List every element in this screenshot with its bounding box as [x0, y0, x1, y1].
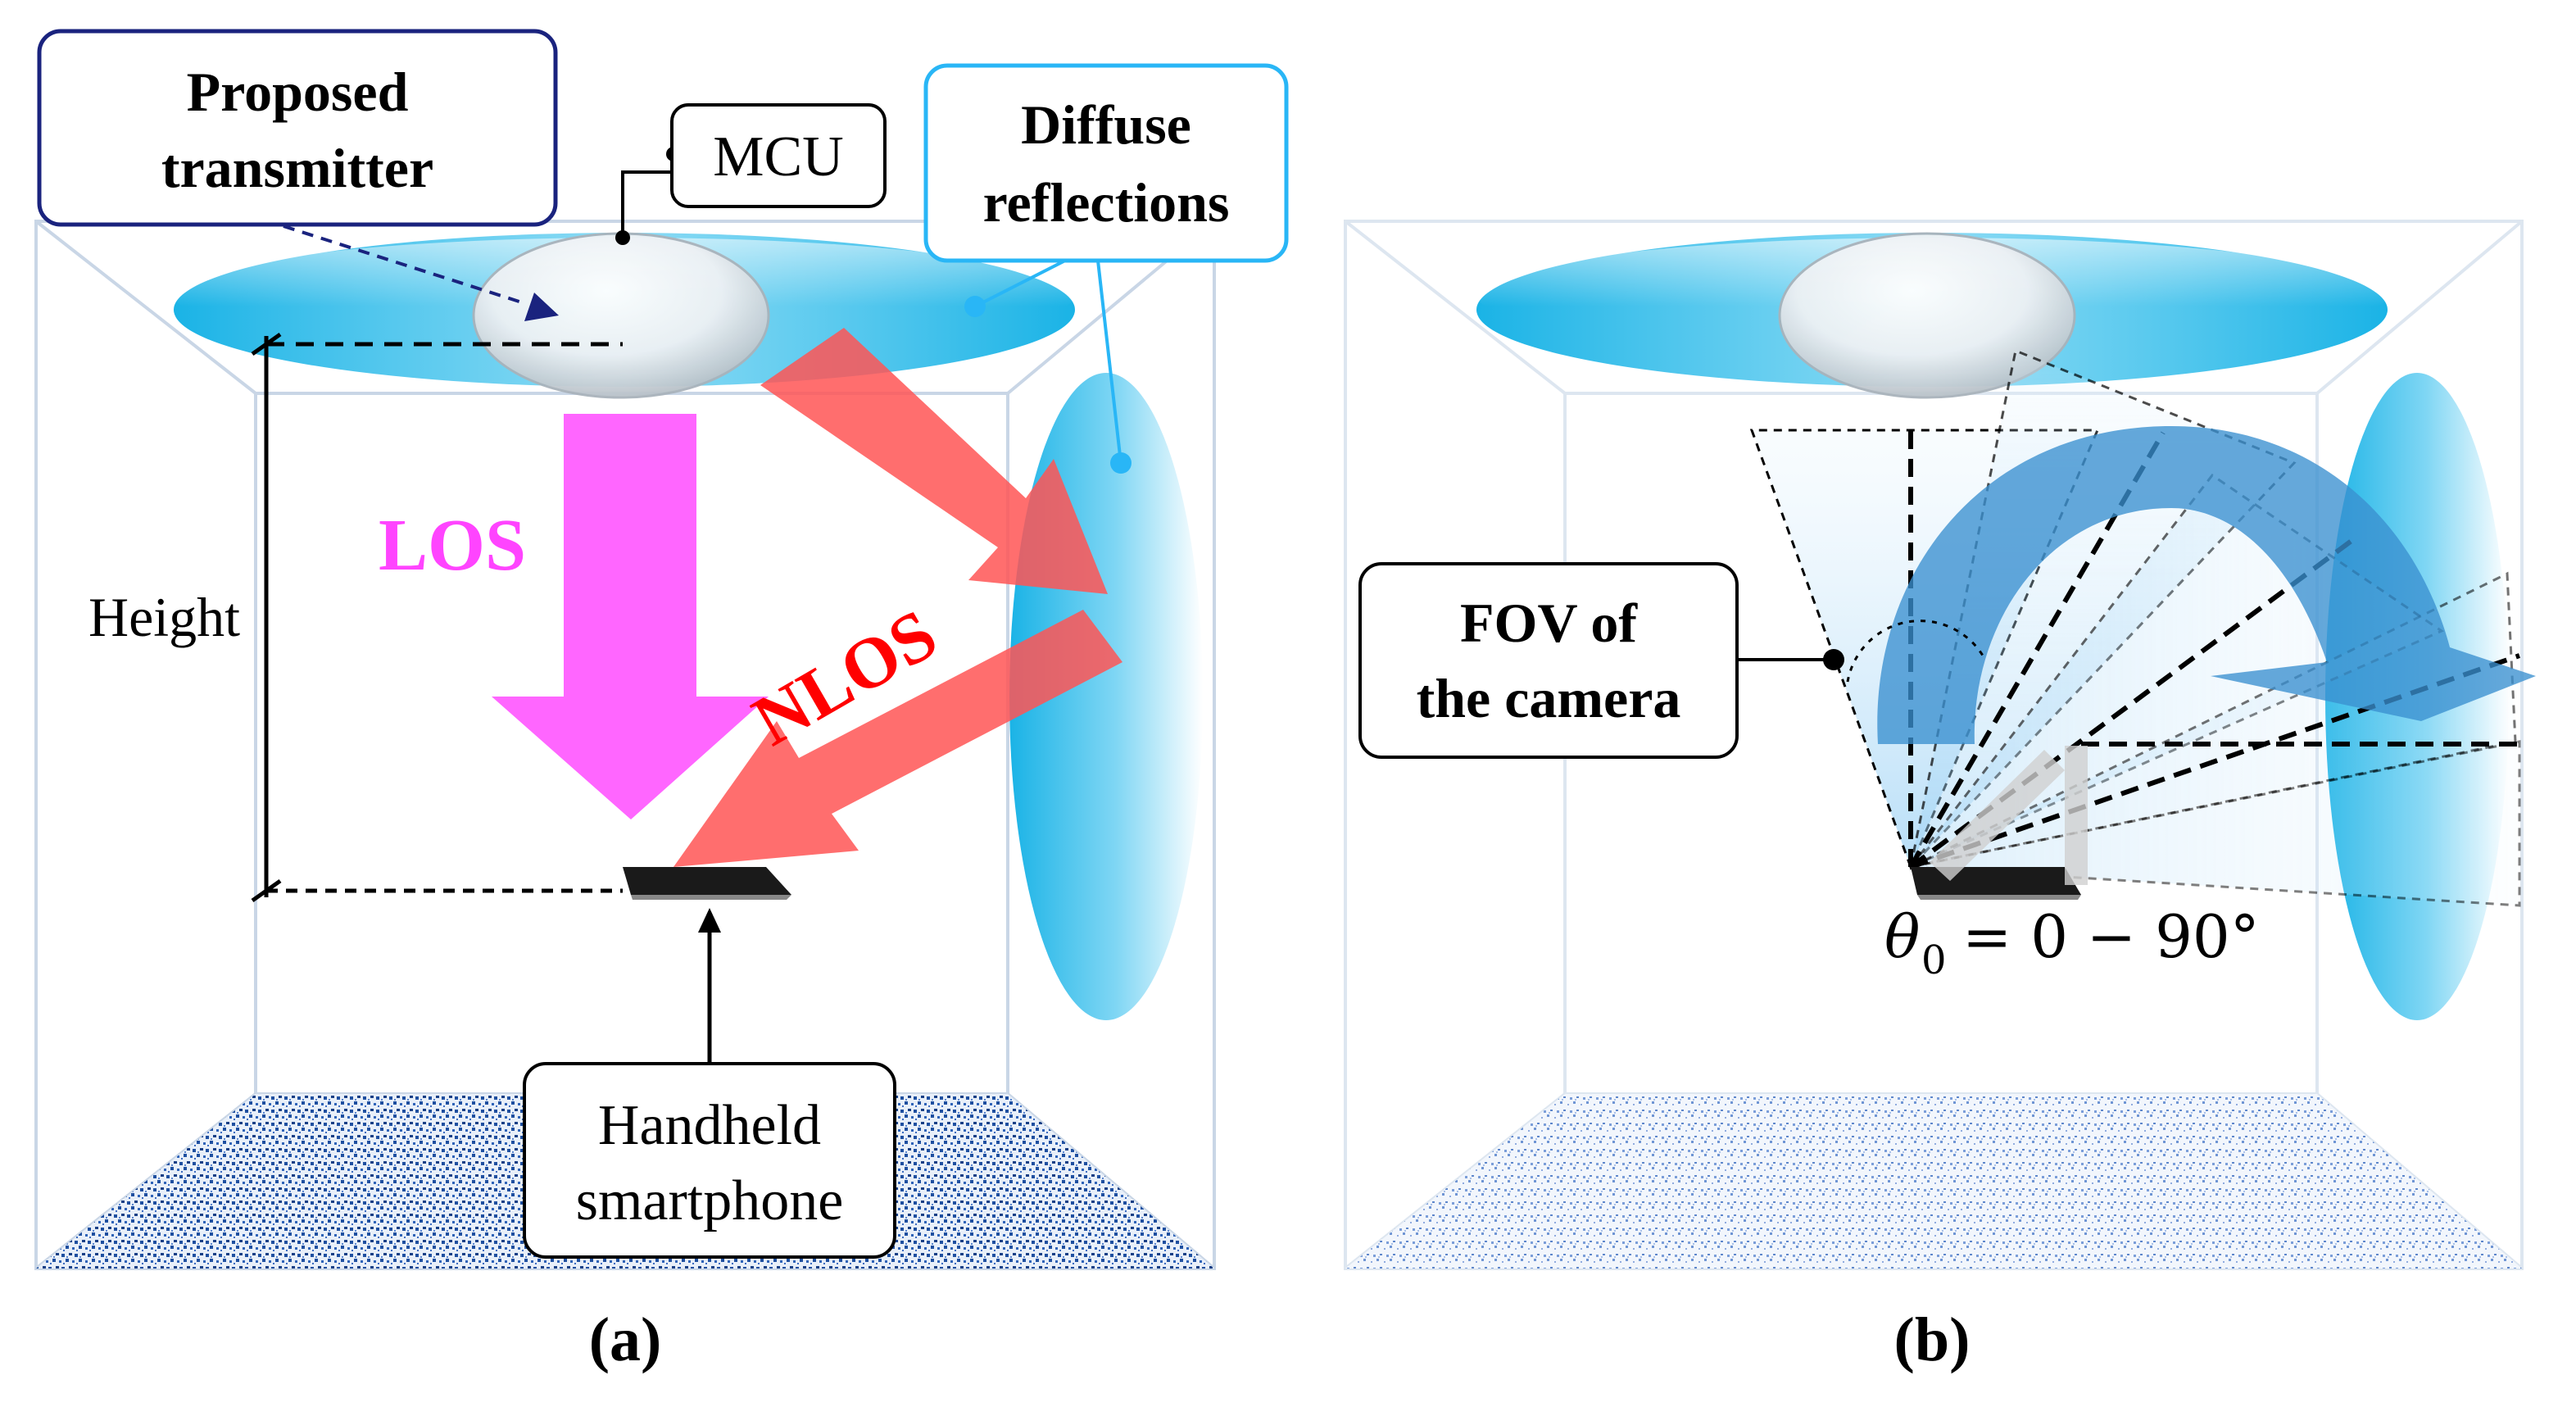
svg-text:= 0 − 90°: = 0 − 90° — [1962, 902, 2260, 971]
nlos-arrow-incident — [760, 328, 1108, 594]
mcu-callout: MCU — [670, 103, 887, 208]
svg-text:θ: θ — [1884, 902, 1920, 971]
diffuse-callout: Diffuse reflections — [923, 63, 1289, 263]
svg-text:Diffuse: Diffuse — [1021, 93, 1191, 156]
svg-text:smartphone: smartphone — [576, 1169, 844, 1232]
svg-text:FOV of: FOV of — [1460, 592, 1638, 654]
fov-callout: FOV of the camera — [1358, 562, 1739, 759]
transmitter-lens-a — [472, 232, 770, 399]
caption-a: (a) — [589, 1305, 662, 1374]
transmitter-callout: Proposed transmitter — [37, 29, 558, 227]
svg-text:the camera: the camera — [1417, 667, 1681, 729]
svg-text:transmitter: transmitter — [161, 137, 433, 199]
smartphone-callout: Handheld smartphone — [523, 1062, 896, 1259]
svg-text:0: 0 — [1921, 937, 1947, 983]
height-label: Height — [88, 586, 240, 648]
height-indicator — [251, 332, 623, 903]
panel-a: Height LOS NLOS Proposed t — [34, 29, 1289, 1374]
angle-label: θ 0 = 0 − 90° — [1884, 902, 2260, 983]
svg-text:MCU: MCU — [713, 125, 843, 188]
svg-text:Handheld: Handheld — [598, 1094, 821, 1157]
transmitter-lens-b — [1778, 232, 2076, 399]
los-label: LOS — [379, 505, 526, 586]
panel-b: θ 0 = 0 − 90° FOV of the camera (b) — [1344, 220, 2536, 1374]
smartphone-b — [1911, 746, 2088, 900]
nlos-arrow-reflected — [673, 610, 1122, 867]
floor-b — [1345, 1094, 2522, 1269]
rotation-arrow — [1877, 426, 2536, 744]
svg-text:Proposed: Proposed — [187, 61, 409, 123]
caption-b: (b) — [1894, 1305, 1971, 1374]
svg-text:reflections: reflections — [983, 171, 1230, 234]
los-arrow — [492, 414, 769, 819]
smartphone-a — [623, 867, 791, 900]
